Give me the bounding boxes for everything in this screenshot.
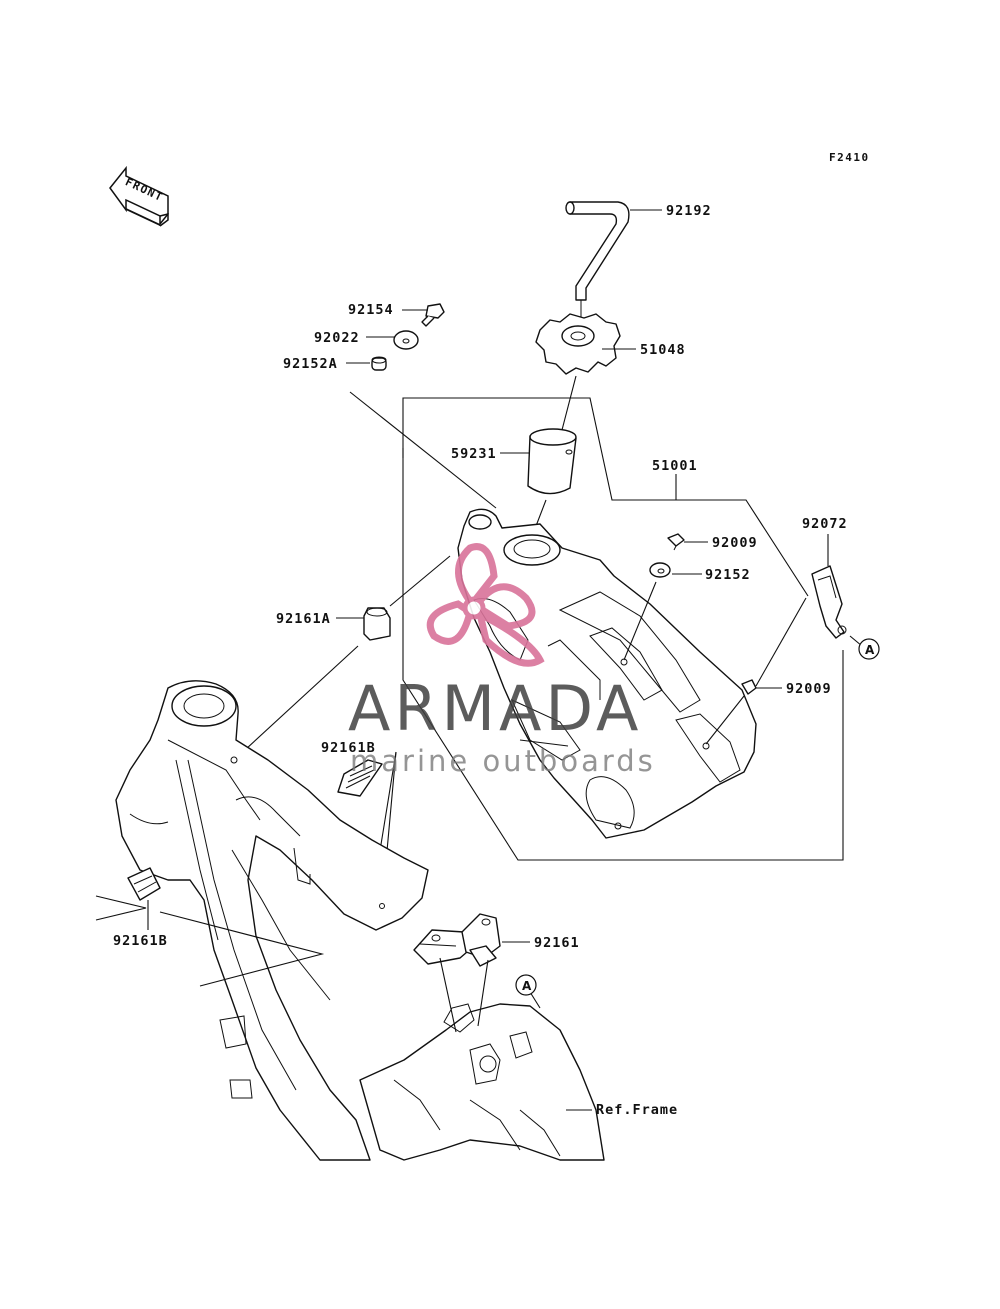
front-arrow-icon: FRONT	[109, 165, 169, 227]
pad-92161B-left	[127, 867, 161, 901]
propeller-logo-icon	[426, 543, 545, 667]
label-92192: 92192	[666, 203, 712, 219]
strap-92072	[811, 565, 847, 639]
bolt-92154	[421, 303, 445, 327]
pad-92161B-top	[337, 759, 383, 797]
ref-marker-a-right: A	[858, 638, 880, 660]
label-92161B-left: 92161B	[113, 933, 168, 949]
fuel-cap	[535, 313, 621, 375]
label-92152A: 92152A	[283, 356, 338, 372]
watermark: ARMADA marine outboards	[348, 543, 656, 778]
collar-92152A	[371, 356, 387, 371]
label-59231: 59231	[451, 446, 497, 462]
watermark-brand: ARMADA	[348, 672, 642, 745]
frame	[115, 680, 605, 1161]
label-92009-top: 92009	[712, 535, 758, 551]
diagram-id: F2410	[829, 151, 870, 164]
label-92161B-top: 92161B	[321, 740, 376, 756]
svg-text:A: A	[522, 979, 532, 993]
label-92161A: 92161A	[276, 611, 331, 627]
damper-92161A	[363, 607, 391, 641]
ref-marker-a-frame: A	[515, 974, 537, 996]
washer-92022	[393, 330, 419, 350]
vent-hose	[565, 201, 630, 318]
bolt-92009-top	[667, 533, 685, 551]
svg-text:A: A	[865, 643, 875, 657]
label-92154: 92154	[348, 302, 394, 318]
label-92022: 92022	[314, 330, 360, 346]
filler-neck-59231	[527, 428, 577, 495]
label-92009-bottom: 92009	[786, 681, 832, 697]
label-92161: 92161	[534, 935, 580, 951]
pad-92161	[413, 913, 501, 967]
label-92072: 92072	[802, 516, 848, 532]
fuel-tank-51001	[457, 508, 757, 839]
label-ref-frame: Ref.Frame	[596, 1102, 678, 1118]
collar-92152	[649, 562, 671, 578]
label-51001: 51001	[652, 458, 698, 474]
watermark-tagline: marine outboards	[350, 744, 656, 778]
bolt-92009-bottom	[741, 679, 757, 695]
label-51048: 51048	[640, 342, 686, 358]
label-92152: 92152	[705, 567, 751, 583]
